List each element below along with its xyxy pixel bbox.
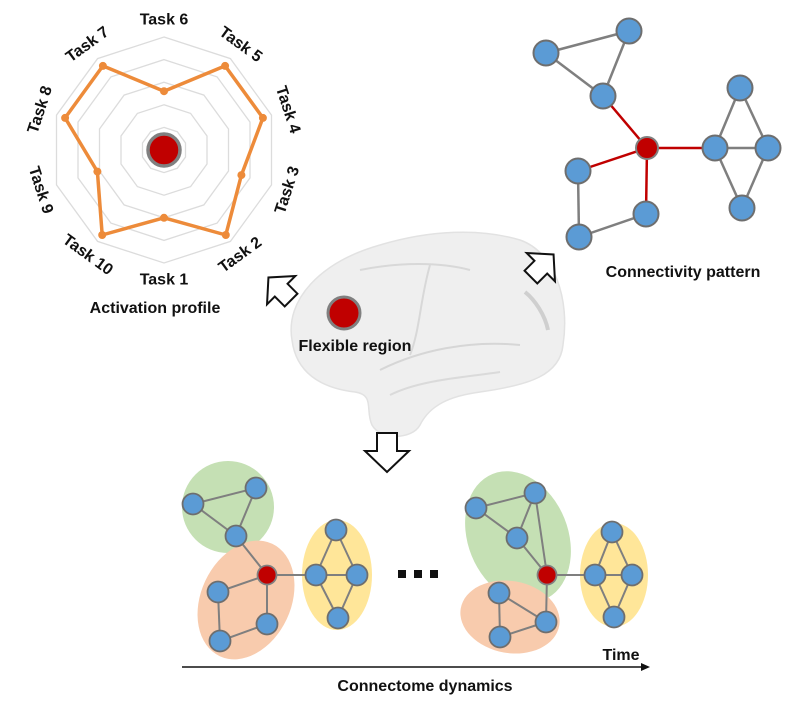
network-node: [523, 481, 547, 505]
radar-grid-ring: [77, 58, 251, 242]
hub-node: [536, 564, 558, 586]
network-node: [488, 625, 512, 649]
radar-axis-label: Task 10: [59, 231, 116, 279]
radar-point-task-7: [98, 61, 107, 70]
brain-surface: [290, 231, 566, 437]
connectome-dynamics-caption: Connectome dynamics: [337, 678, 512, 695]
brain-sulcus: [379, 342, 521, 371]
arrow-to-dynamics-icon: [362, 432, 412, 474]
ellipsis: [398, 570, 438, 578]
radar-point-task-8: [61, 113, 70, 122]
network-edge: [545, 29, 630, 55]
network-node: [326, 606, 350, 630]
network-node: [304, 563, 328, 587]
time-axis-arrowhead-icon: [641, 663, 650, 671]
arrow-to-connectivity-icon: [523, 251, 557, 285]
hub-node: [635, 136, 659, 160]
network-node: [487, 581, 511, 605]
radar-point-task-2: [221, 231, 230, 239]
radar-point-task-3: [237, 171, 246, 180]
network-node: [615, 17, 643, 45]
radar-axis-label: Task 2: [216, 234, 265, 276]
network-node: [244, 476, 268, 500]
time-label: Time: [602, 647, 639, 664]
network-node: [564, 157, 592, 185]
radar-center-hub: [146, 132, 182, 168]
brain-sulcus: [409, 264, 431, 356]
connectivity-pattern-network: [532, 17, 782, 251]
radar-point-task-6: [160, 87, 168, 96]
radar-series: [61, 61, 267, 239]
network-edge: [534, 492, 548, 576]
flexible-region-dot: [326, 295, 362, 331]
network-node: [324, 518, 348, 542]
brain-sulcus: [523, 290, 550, 331]
flexible-region-label: Flexible region: [299, 338, 412, 355]
dynamics-state-1: [181, 461, 372, 660]
network-node: [754, 134, 782, 162]
arrow-to-activation-icon: [265, 274, 299, 308]
ellipsis-dot: [430, 570, 438, 578]
radar-axis-label: Task 8: [25, 84, 56, 136]
radar-point-task-1: [160, 213, 168, 222]
brain: Flexible region: [290, 231, 566, 437]
radar-grid-ring: [120, 104, 208, 196]
network-node: [206, 580, 230, 604]
radar-point-task-5: [221, 61, 230, 70]
network-node: [589, 82, 617, 110]
radar-axis-label: Task 3: [272, 164, 303, 216]
radar-axis-label: Task 9: [25, 164, 56, 216]
radar-axis-label: Task 4: [272, 84, 303, 136]
radar-grid-ring: [55, 36, 273, 264]
radar-axis-label: Task 1: [140, 272, 189, 289]
network-node: [620, 563, 644, 587]
network-node: [532, 39, 560, 67]
radar-axis-label: Task 5: [216, 24, 265, 66]
radar-point-task-9: [93, 167, 102, 176]
network-node: [602, 605, 626, 629]
radar-grid-ring: [141, 126, 187, 174]
radar-axis-label: Task 7: [63, 24, 112, 66]
dynamics-network-2: [464, 481, 644, 649]
network-node: [726, 74, 754, 102]
module-orange: [460, 580, 560, 654]
radar-point-task-4: [258, 113, 267, 122]
ellipsis-dot: [398, 570, 406, 578]
network-node: [632, 200, 660, 228]
activation-profile-caption: Activation profile: [90, 300, 221, 317]
connectivity-pattern-caption: Connectivity pattern: [606, 264, 761, 281]
network-node: [208, 629, 232, 653]
network-node: [345, 563, 369, 587]
network-node: [583, 563, 607, 587]
radar-point-task-10: [98, 231, 107, 239]
ellipsis-dot: [414, 570, 422, 578]
network-node: [464, 496, 488, 520]
network-node: [255, 612, 279, 636]
dynamics-state-2: [460, 471, 648, 654]
dynamics-network-1: [181, 476, 369, 653]
network-node: [600, 520, 624, 544]
network-node: [181, 492, 205, 516]
network-node: [224, 524, 248, 548]
network-node: [565, 223, 593, 251]
brain-sulcus: [389, 371, 501, 396]
network-node: [505, 526, 529, 550]
radar-axis-label: Task 6: [140, 12, 189, 29]
network-node: [701, 134, 729, 162]
network-node: [728, 194, 756, 222]
network-node: [534, 610, 558, 634]
brain-sulcus: [359, 263, 471, 271]
hub-node: [256, 564, 278, 586]
